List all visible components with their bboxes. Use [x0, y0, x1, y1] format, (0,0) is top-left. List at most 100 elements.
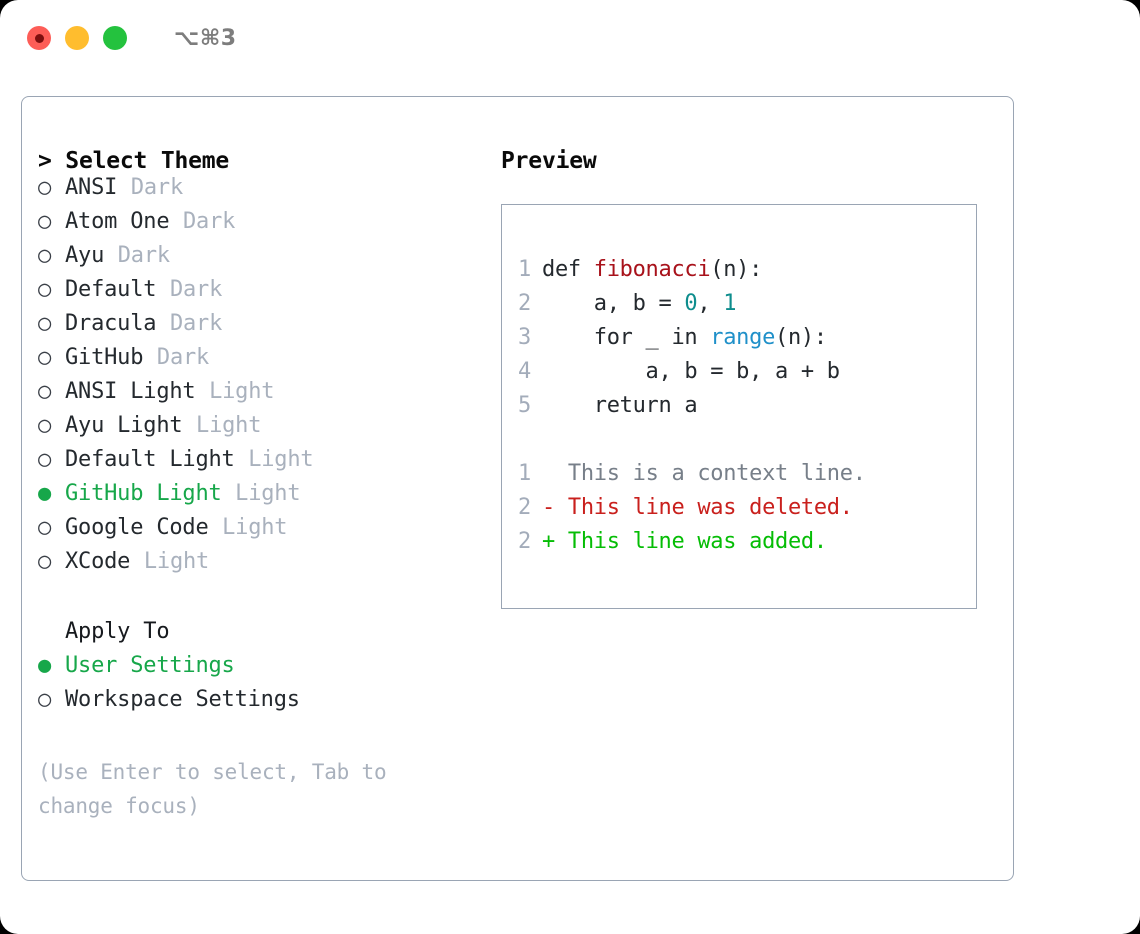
code-token-plain: (n):: [710, 257, 763, 282]
code-token-plain: def: [542, 257, 594, 282]
window-controls: [27, 26, 127, 50]
theme-name: Dracula: [65, 311, 157, 336]
code-line: 3 for _ in range(n):: [502, 325, 976, 359]
theme-name: ANSI Light: [65, 379, 196, 404]
code-token-plain: a, b = b, a + b: [542, 359, 841, 384]
apply-to-option-user-settings[interactable]: ● User Settings: [38, 653, 478, 687]
line-number: 4: [518, 359, 531, 384]
line-number: 3: [518, 325, 531, 350]
diff-sign: [542, 461, 555, 486]
theme-name: GitHub: [65, 345, 144, 370]
diff-text: This line was deleted.: [554, 495, 853, 520]
radio-unselected-icon: ○: [38, 311, 52, 336]
theme-category: Dark: [183, 209, 236, 234]
diff-sample: 1 This is a context line.2- This line wa…: [502, 461, 976, 563]
code-token-plain: for _ in: [542, 325, 711, 350]
line-number: 2: [518, 529, 531, 554]
theme-option-github[interactable]: ○ GitHub Dark: [38, 345, 478, 379]
theme-name: Default: [65, 277, 157, 302]
code-token-fn: fibonacci: [593, 257, 711, 282]
apply-to-list[interactable]: ● User Settings ○ Workspace Settings: [38, 653, 478, 721]
radio-unselected-icon: ○: [38, 413, 52, 438]
diff-sign: +: [542, 529, 555, 554]
radio-selected-icon: ●: [38, 653, 52, 678]
diff-sign: -: [542, 495, 555, 520]
apply-to-label: User Settings: [65, 653, 235, 678]
theme-category: Light: [222, 515, 288, 540]
line-number: 5: [518, 393, 531, 418]
theme-option-ayu[interactable]: ○ Ayu Dark: [38, 243, 478, 277]
theme-name: ANSI: [65, 175, 118, 200]
apply-to-label: Workspace Settings: [65, 687, 300, 712]
code-token-call: range: [710, 325, 776, 350]
theme-option-default[interactable]: ○ Default Dark: [38, 277, 478, 311]
theme-name: GitHub Light: [65, 481, 222, 506]
code-line: 4 a, b = b, a + b: [502, 359, 976, 393]
line-number: 1: [518, 257, 531, 282]
radio-unselected-icon: ○: [38, 379, 52, 404]
theme-name: Google Code: [65, 515, 209, 540]
theme-name: Ayu Light: [65, 413, 183, 438]
diff-line-ctx: 1 This is a context line.: [502, 461, 976, 495]
code-line: 2 a, b = 0, 1: [502, 291, 976, 325]
theme-category: Dark: [117, 243, 170, 268]
diff-text: This line was added.: [554, 529, 827, 554]
radio-unselected-icon: ○: [38, 687, 52, 712]
code-diff-separator: [502, 427, 976, 461]
code-line: 1 def fibonacci(n):: [502, 257, 976, 291]
theme-category: Dark: [169, 277, 223, 302]
code-token-num: 0: [684, 291, 698, 316]
close-button[interactable]: [27, 26, 51, 50]
code-line: 5 return a: [502, 393, 976, 427]
theme-category: Light: [235, 481, 301, 506]
theme-name: Default Light: [65, 447, 235, 472]
code-token-plain: ,: [697, 291, 724, 316]
theme-option-dracula[interactable]: ○ Dracula Dark: [38, 311, 478, 345]
recording-indicator-icon: [34, 33, 44, 43]
theme-option-ayu-light[interactable]: ○ Ayu Light Light: [38, 413, 478, 447]
minimize-button[interactable]: [65, 26, 89, 50]
title-bar: ⌥⌘3: [0, 0, 1140, 76]
radio-unselected-icon: ○: [38, 243, 52, 268]
theme-option-google-code[interactable]: ○ Google Code Light: [38, 515, 478, 549]
code-token-plain: (n):: [775, 325, 827, 350]
theme-option-ansi-light[interactable]: ○ ANSI Light Light: [38, 379, 478, 413]
apply-to-section: Apply To ● User Settings ○ Workspace Settin…: [38, 619, 478, 721]
line-number: 2: [518, 495, 531, 520]
radio-unselected-icon: ○: [38, 345, 52, 370]
line-number: 2: [518, 291, 531, 316]
theme-category: Light: [209, 379, 275, 404]
theme-category: Dark: [130, 175, 183, 200]
maximize-button[interactable]: [103, 26, 127, 50]
line-number: 1: [518, 461, 531, 486]
preview-heading: Preview: [501, 148, 597, 174]
diff-text: This is a context line.: [554, 461, 866, 486]
theme-category: Dark: [156, 345, 210, 370]
hint-text: (Use Enter to select, Tab to change focu…: [38, 760, 387, 818]
apply-to-heading: Apply To: [65, 619, 170, 644]
theme-name: Ayu: [65, 243, 105, 268]
code-token-num: 1: [723, 291, 737, 316]
theme-name: XCode: [65, 549, 131, 574]
diff-line-del: 2- This line was deleted.: [502, 495, 976, 529]
code-token-plain: a, b =: [542, 291, 685, 316]
select-theme-heading: > Select Theme: [38, 148, 230, 174]
theme-category: Dark: [169, 311, 223, 336]
keyboard-shortcut-label: ⌥⌘3: [174, 25, 237, 51]
radio-unselected-icon: ○: [38, 277, 52, 302]
apply-to-option-workspace-settings[interactable]: ○ Workspace Settings: [38, 687, 478, 721]
theme-category: Light: [196, 413, 262, 438]
radio-unselected-icon: ○: [38, 515, 52, 540]
